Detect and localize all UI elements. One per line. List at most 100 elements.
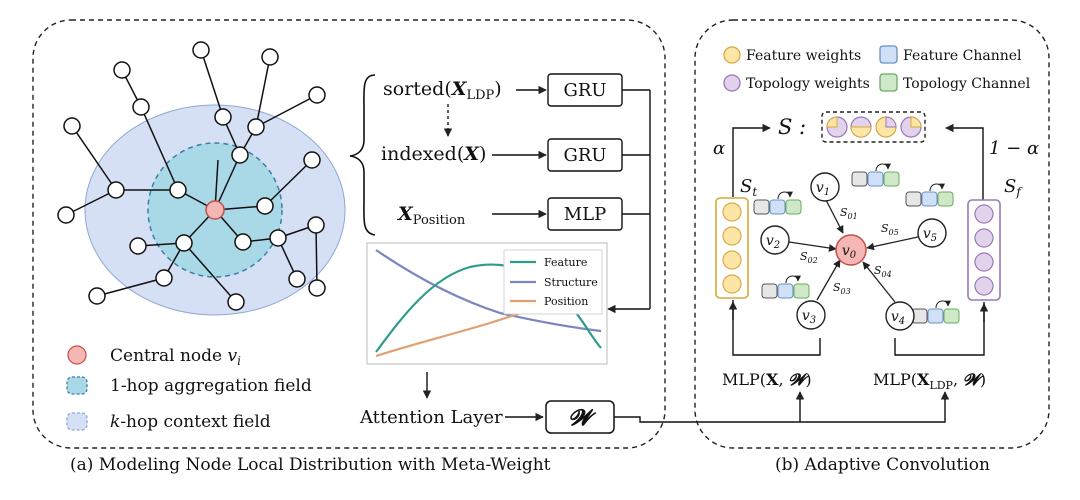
legend-k-hop-marker bbox=[66, 412, 88, 431]
graph-node bbox=[269, 229, 287, 247]
graph-node bbox=[261, 48, 279, 66]
graph-node bbox=[169, 181, 187, 199]
conv-node-v4 bbox=[885, 301, 915, 331]
attention-layer-label: Attention Layer bbox=[359, 407, 503, 428]
graph-node bbox=[307, 216, 325, 234]
conv-edge-labels: S01 S02 S03 S04 S05 bbox=[800, 206, 899, 296]
feature-weight-cell bbox=[722, 250, 742, 270]
feature-weight-cell bbox=[722, 274, 742, 294]
input-indexed: indexed(X) bbox=[381, 143, 486, 165]
mlp-block-label: MLP bbox=[564, 204, 607, 225]
plot-legend-feature: Feature bbox=[544, 256, 587, 269]
channel-triplet bbox=[753, 191, 802, 215]
panel-b-caption: (b) Adaptive Convolution bbox=[775, 455, 990, 475]
legend-one-hop-marker bbox=[66, 376, 88, 395]
panel-a-caption: (a) Modeling Node Local Distribution wit… bbox=[70, 455, 551, 475]
legend-one-hop-label: 1-hop aggregation field bbox=[110, 376, 312, 396]
edge-label-s04: S04 bbox=[874, 264, 892, 279]
graph-node bbox=[308, 86, 326, 104]
graph-node bbox=[155, 269, 173, 287]
graph-node bbox=[256, 197, 274, 215]
graph-node bbox=[288, 270, 306, 288]
edge-label-s05: S05 bbox=[881, 222, 899, 237]
conv-node-v2 bbox=[760, 225, 790, 255]
mlp-left-label: MLP(X, 𝓦) bbox=[722, 370, 812, 389]
graph-node bbox=[234, 233, 252, 251]
graph-node bbox=[214, 108, 232, 126]
sf-label: Sf bbox=[1004, 176, 1023, 199]
feature-weights-column bbox=[715, 197, 749, 299]
graph-node bbox=[57, 206, 75, 224]
input-brace bbox=[349, 74, 376, 236]
s-pies bbox=[826, 116, 922, 138]
legend-feature-channel: Feature Channel bbox=[903, 48, 1022, 64]
conv-node-v3 bbox=[796, 300, 826, 330]
one-minus-alpha-arrow bbox=[945, 123, 984, 200]
conv-node-labels: v0 v1 v2 v3 v4 v5 bbox=[766, 180, 937, 327]
legend-feature-weights-marker bbox=[723, 46, 741, 64]
conv-node-label-v4: v4 bbox=[891, 309, 905, 327]
plot-legend-structure: Structure bbox=[544, 276, 598, 289]
feature-weight-cell bbox=[722, 226, 742, 246]
alpha-arrow bbox=[732, 123, 771, 197]
feature-weight-cells bbox=[722, 202, 742, 294]
structure-curve bbox=[375, 249, 602, 333]
s-label: S : bbox=[778, 115, 806, 139]
mlp-bracket-lines bbox=[732, 300, 985, 356]
graph-node bbox=[231, 146, 249, 164]
topology-weight-cell bbox=[974, 228, 994, 248]
input-sorted: sorted(XLDP) bbox=[383, 78, 502, 103]
graph-node bbox=[132, 98, 150, 116]
conv-node-label-v2: v2 bbox=[766, 233, 780, 251]
central-node bbox=[205, 200, 225, 220]
legend-topology-channel: Topology Channel bbox=[903, 76, 1031, 92]
graph-node bbox=[107, 181, 125, 199]
legend-central-label: Central node vi bbox=[110, 346, 241, 368]
conv-node-v1 bbox=[810, 172, 840, 202]
legend-central-marker bbox=[67, 345, 87, 365]
conv-node-label-v3: v3 bbox=[802, 308, 816, 326]
conv-node-label-v5: v5 bbox=[923, 226, 937, 244]
graph-node bbox=[303, 151, 321, 169]
feature-weight-cell bbox=[722, 202, 742, 222]
alpha-label: α bbox=[713, 138, 725, 159]
legend-feature-channel-marker bbox=[879, 45, 898, 64]
mlp-right-label: MLP(XLDP, 𝓦) bbox=[873, 370, 986, 392]
graph-node bbox=[129, 237, 147, 255]
graph-node bbox=[63, 117, 81, 135]
st-label: St bbox=[740, 176, 757, 199]
panel-a-frame bbox=[32, 19, 666, 449]
topology-weight-cell bbox=[974, 204, 994, 224]
graph-node bbox=[113, 61, 131, 79]
s-pie-group-frame bbox=[821, 111, 926, 143]
topology-weight-cell bbox=[974, 252, 994, 272]
channel-triplet bbox=[851, 163, 900, 187]
block-bus-lines bbox=[622, 89, 651, 309]
graph-node bbox=[308, 279, 326, 297]
graph-nodes bbox=[57, 41, 326, 311]
one-minus-alpha-label: 1 − α bbox=[989, 138, 1039, 159]
graph-node bbox=[175, 234, 193, 252]
graph-node bbox=[227, 293, 245, 311]
channel-triplets bbox=[753, 163, 960, 324]
legend-k-hop-label: k-hop context field bbox=[110, 412, 271, 432]
panel-b-frame bbox=[694, 19, 1050, 449]
plot-legend-position: Position bbox=[544, 295, 588, 308]
legend-topology-weights-marker bbox=[723, 74, 741, 92]
topology-weight-cells bbox=[974, 204, 994, 296]
edge-label-s03: S03 bbox=[833, 281, 851, 296]
conv-node-v5 bbox=[917, 218, 947, 248]
channel-triplet bbox=[905, 183, 954, 207]
channel-triplet bbox=[911, 300, 960, 324]
gru-block-2-label: GRU bbox=[563, 145, 606, 166]
legend-feature-weights: Feature weights bbox=[746, 48, 861, 64]
topology-weights-column bbox=[967, 199, 1001, 301]
conv-edges bbox=[788, 199, 919, 303]
gru-block-1-label: GRU bbox=[563, 80, 606, 101]
conv-node-label-v0: v0 bbox=[842, 243, 857, 261]
edge-label-s01: S01 bbox=[840, 206, 858, 221]
input-position: XPosition bbox=[397, 203, 466, 228]
conv-node-label-v1: v1 bbox=[816, 180, 830, 198]
